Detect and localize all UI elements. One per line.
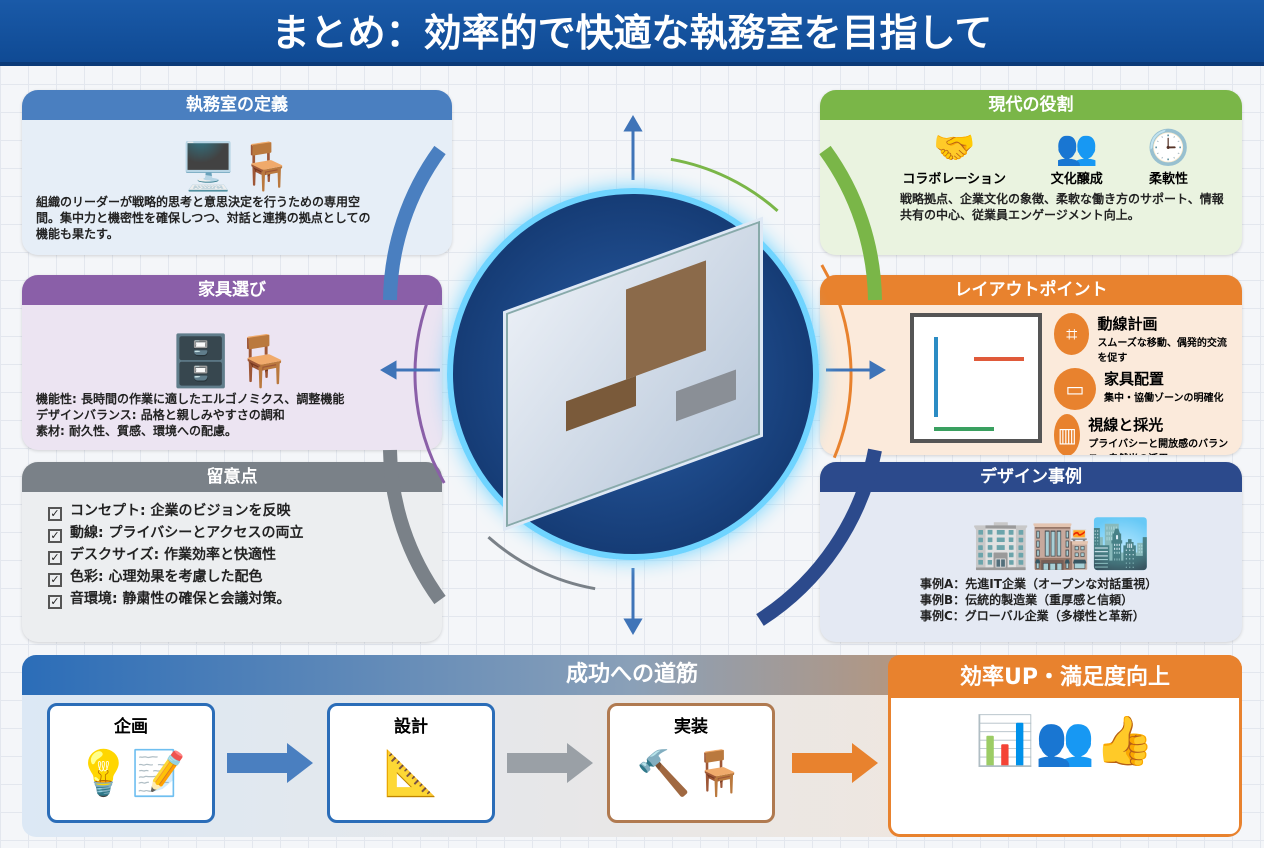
checkbox-icon: ✓ (48, 529, 62, 543)
layout-panel: レイアウトポイント ⌗ 動線計画スムーズな移動、偶発的交流を促す ▭ 家具配置集中・… (820, 275, 1242, 455)
step-implementation: 実装 🔨🪑 (607, 703, 775, 823)
handshake-icon: 🤝 (933, 128, 976, 168)
note-text: 音環境: 静粛性の確保と会議対策。 (70, 591, 291, 607)
result-label: 効率UP・満足度向上 (891, 658, 1239, 698)
point-title: 家具配置 (1104, 370, 1165, 388)
buildings-illustration-icon: 🏢🏬🏙️ (971, 516, 1151, 572)
arrow-right-icon (792, 743, 878, 783)
team-meeting-illustration-icon: 📊👥👍 (975, 713, 1155, 769)
roles-text: 戦略拠点、企業文化の象徴、柔軟な働き方のサポート、情報共有の中心、従業員エンゲー… (900, 192, 1224, 222)
layout-point: ⌗ 動線計画スムーズな移動、偶発的交流を促す (1054, 313, 1232, 364)
arrow-right-icon (227, 743, 313, 783)
note-item: ✓ コンセプト: 企業のビジョンを反映 (22, 500, 442, 522)
step-label: 企画 (114, 717, 148, 737)
role-label: 柔軟性 (1148, 172, 1188, 187)
step-label: 設計 (394, 717, 428, 737)
furniture-panel: 家具選び 🗄️🪑 機能性: 長時間の作業に適したエルゴノミクス、調整機能 デザイ… (22, 275, 442, 450)
furniture-line: デザインバランス: 品格と親しみやすさの調和 (36, 408, 285, 422)
role-collaboration: 🤝 コラボレーション (902, 128, 1006, 187)
role-label: 文化醸成 (1050, 172, 1103, 187)
desk-illustration-icon: 🖥️🪑 (179, 139, 295, 193)
cases-panel: デザイン事例 🏢🏬🏙️ 事例A：先進IT企業（オープンな対話重視） 事例B：伝統… (820, 462, 1242, 642)
note-item: ✓ 動線: プライバシーとアクセスの両立 (22, 522, 442, 544)
step-design: 設計 📐 (327, 703, 495, 823)
point-desc: スムーズな移動、偶発的交流を促す (1097, 338, 1227, 364)
roles-heading: 現代の役割 (820, 90, 1242, 120)
page-title: まとめ：効率的で快適な執務室を目指して (0, 0, 1264, 66)
role-culture: 👥 文化醸成 (1051, 128, 1103, 187)
layout-point: ▭ 家具配置集中・協働ゾーンの明確化 (1054, 368, 1232, 410)
step-planning: 企画 💡📝 (47, 703, 215, 823)
furniture-heading: 家具選び (22, 275, 442, 305)
tools-icon: 🔨🪑 (636, 748, 746, 799)
checkbox-icon: ✓ (48, 573, 62, 587)
lightbulb-icon: 💡📝 (76, 748, 186, 799)
note-text: 色彩: 心理効果を考慮した配色 (70, 569, 263, 585)
people-icon: 👥 (1055, 128, 1098, 168)
layout-point: ▥ 視線と採光プライバシーと開放感のバランス、自然光の活用。 (1054, 414, 1232, 455)
office-isometric-illustration (447, 188, 819, 560)
roles-panel: 現代の役割 🤝 コラボレーション 👥 文化醸成 🕒 柔軟性 戦略拠点、企業文化の象徴、… (820, 90, 1242, 255)
note-item: ✓ 音環境: 静粛性の確保と会議対策。 (22, 588, 442, 610)
note-text: デスクサイズ: 作業効率と快適性 (70, 547, 277, 563)
checkbox-icon: ✓ (48, 551, 62, 565)
definition-panel: 執務室の定義 🖥️🪑 組織のリーダーが戦略的思考と意思決定を行うための専用空間。… (22, 90, 452, 255)
role-label: コラボレーション (902, 172, 1007, 187)
point-title: 視線と採光 (1088, 416, 1164, 434)
point-title: 動線計画 (1097, 315, 1158, 333)
blueprint-icon: 📐 (383, 748, 439, 799)
flow-icon: ⌗ (1054, 313, 1090, 355)
clock-icon: 🕒 (1147, 128, 1190, 168)
arrow-right-icon (507, 743, 593, 783)
definition-heading: 執務室の定義 (22, 90, 452, 120)
point-desc: プライバシーと開放感のバランス、自然光の活用。 (1088, 439, 1229, 455)
checkbox-icon: ✓ (48, 507, 62, 521)
success-path-section: 成功への道筋 企画💡📝 設計📐 実装🔨🪑 効率UP・満足度向上 📊👥👍 (22, 655, 1242, 837)
window-icon: ▥ (1054, 414, 1081, 455)
note-text: コンセプト: 企業のビジョンを反映 (70, 503, 291, 519)
checkbox-icon: ✓ (48, 595, 62, 609)
furniture-illustration-icon: 🗄️🪑 (169, 332, 295, 390)
office-room-icon (503, 216, 763, 532)
definition-text: 組織のリーダーが戦略的思考と意思決定を行うための専用空間。集中力と機密性を確保し… (36, 195, 371, 241)
case-item: 事例C：グローバル企業（多様性と革新） (920, 609, 1145, 623)
notes-panel: 留意点 ✓ コンセプト: 企業のビジョンを反映 ✓ 動線: プライバシーとアクセスの… (22, 462, 442, 642)
case-item: 事例B：伝統的製造業（重厚感と信頼） (920, 593, 1134, 607)
note-item: ✓ デスクサイズ: 作業効率と快適性 (22, 544, 442, 566)
step-label: 実装 (674, 717, 708, 737)
note-item: ✓ 色彩: 心理効果を考慮した配色 (22, 566, 442, 588)
furniture-line: 素材: 耐久性、質感、環境への配慮。 (36, 424, 237, 438)
cases-heading: デザイン事例 (820, 462, 1242, 492)
desk-icon: ▭ (1054, 368, 1096, 410)
layout-heading: レイアウトポイント (820, 275, 1242, 305)
furniture-line: 機能性: 長時間の作業に適したエルゴノミクス、調整機能 (36, 392, 345, 406)
role-flexibility: 🕒 柔軟性 (1147, 128, 1189, 187)
notes-heading: 留意点 (22, 462, 442, 492)
point-desc: 集中・協働ゾーンの明確化 (1104, 393, 1224, 404)
note-text: 動線: プライバシーとアクセスの両立 (70, 525, 304, 541)
case-item: 事例A：先進IT企業（オープンな対話重視） (920, 577, 1158, 591)
floor-plan-icon (910, 313, 1042, 443)
result-box: 効率UP・満足度向上 📊👥👍 (888, 655, 1242, 837)
